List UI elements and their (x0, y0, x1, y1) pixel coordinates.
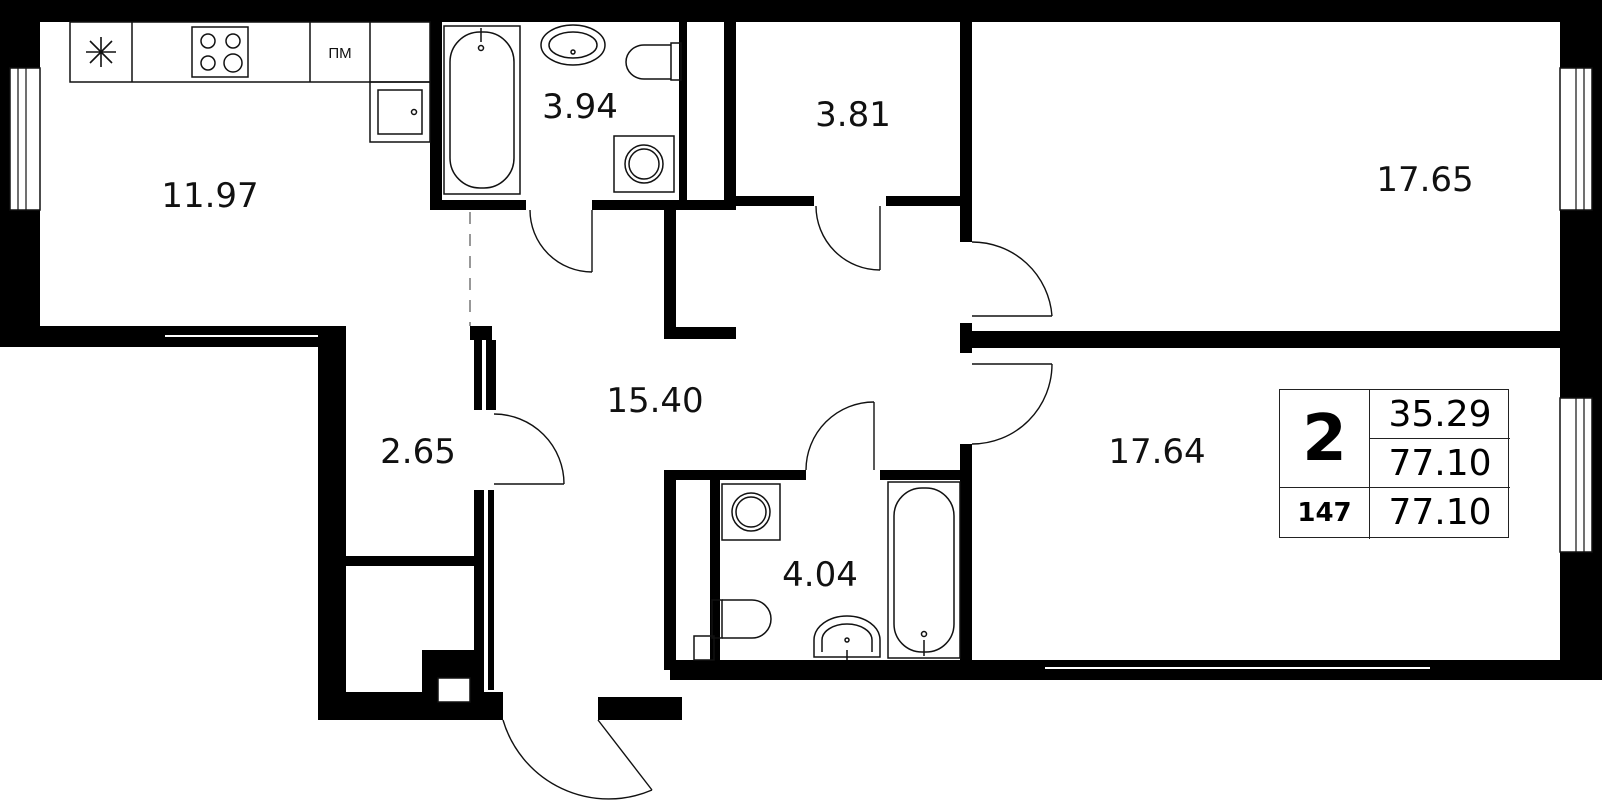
area-bathroom-bottom: 4.04 (782, 555, 858, 595)
apartment-number: 147 (1280, 488, 1370, 539)
area-bathroom-top: 3.94 (542, 87, 618, 127)
area-closet: 2.65 (380, 432, 456, 472)
area-kitchen: 11.97 (161, 176, 258, 216)
shaft-duct (437, 677, 471, 703)
area-bedroom-bottom: 17.64 (1108, 432, 1205, 472)
washing-machine-icon (613, 135, 675, 193)
bathtub-icon-2 (887, 481, 961, 659)
stove-icon (191, 26, 249, 78)
toilet-icon (625, 42, 682, 81)
windows (9, 67, 1593, 669)
kitchen-counter (69, 21, 431, 143)
apartment-info-box: 2 147 35.29 77.10 77.10 (1279, 389, 1510, 539)
exterior-walls (0, 0, 1602, 720)
kitchen-sink-icon (377, 89, 423, 135)
washing-machine-icon-2 (721, 483, 781, 541)
sink-icon (540, 24, 606, 66)
living-area: 35.29 (1370, 390, 1510, 439)
sink-icon-2 (813, 615, 881, 660)
area-hallway: 15.40 (606, 381, 703, 421)
area-bedroom-top: 17.65 (1376, 160, 1473, 200)
interior-walls (346, 22, 1560, 692)
doors (493, 205, 1053, 800)
bathtub-icon (443, 25, 521, 195)
rooms-count: 2 (1280, 390, 1370, 488)
area-labels: 11.97 3.94 3.81 17.65 15.40 2.65 4.04 17… (161, 87, 1473, 595)
total-area-with-balcony: 77.10 (1388, 492, 1492, 533)
fridge-icon (86, 37, 116, 67)
area-storage-top: 3.81 (815, 95, 891, 135)
dishwasher-label: ПМ (328, 45, 351, 62)
toilet-icon-2 (693, 599, 772, 661)
total-area: 77.10 (1370, 439, 1510, 488)
